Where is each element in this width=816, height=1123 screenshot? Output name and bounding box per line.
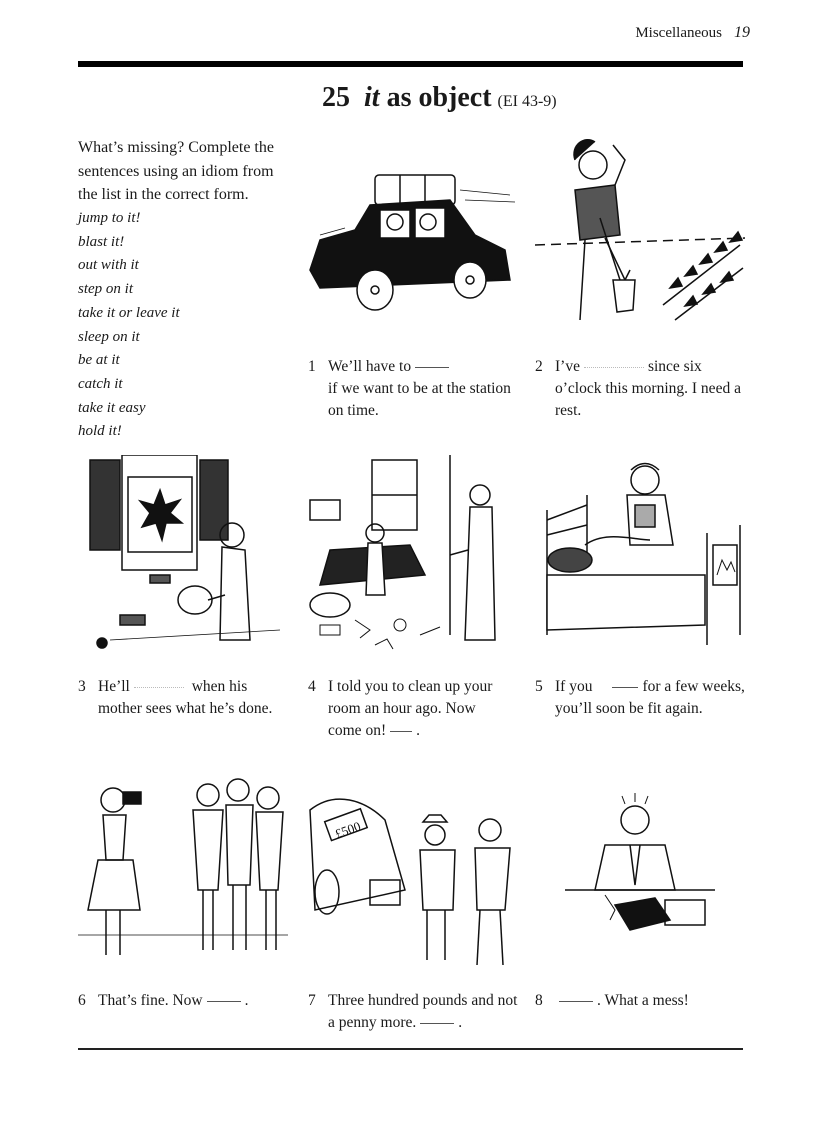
idiom-item: step on it [78, 281, 133, 298]
answer-blank[interactable] [559, 1000, 593, 1002]
idiom-item: blast it! [78, 233, 125, 250]
answer-blank[interactable] [583, 366, 644, 368]
unit-title-rest: as object [386, 82, 492, 113]
answer-blank[interactable] [420, 1022, 455, 1024]
spilled-drink-desk-illustration [555, 790, 745, 950]
unit-number: 25 [322, 82, 350, 113]
exercise-number: 1 [308, 358, 316, 375]
idiom-item: be at it [78, 352, 120, 369]
section-name: Miscellaneous [635, 25, 722, 41]
exercise-text: That’s fine. Now [98, 992, 203, 1009]
answer-blank[interactable] [206, 1000, 241, 1002]
exercise-text: . [244, 992, 249, 1009]
running-head: Miscellaneous 19 [600, 24, 750, 42]
idiom-item: jump to it! [78, 210, 141, 226]
exercise-text: I told you to clean up your room an hour… [328, 678, 493, 739]
photographer-group-illustration [78, 770, 293, 965]
page-number: 19 [734, 24, 750, 41]
exercise-7: 7 Three hundred pounds and not a penny m… [308, 990, 518, 1034]
idiom-item: take it or leave it [78, 304, 180, 321]
exercise-number: 8 [535, 992, 543, 1009]
exercise-number: 2 [535, 358, 543, 375]
car-speeding-illustration [300, 140, 520, 315]
exercise-text: when his mother sees what he’s done. [98, 678, 273, 717]
idiom-item: sleep on it [78, 328, 140, 345]
hospital-bed-illustration [535, 445, 750, 650]
unit-reference: (EI 43-9) [497, 93, 557, 110]
boy-broken-window-illustration [80, 455, 295, 660]
exercise-text: Three hundred pounds and not a penny mor… [328, 992, 518, 1031]
exercise-text: for a few weeks, you’ll soon be fit agai… [555, 678, 745, 717]
instructions: What’s missing? Complete the sentences u… [78, 139, 274, 203]
exercise-1: 1 We’ll have to if we want to be at the s… [308, 356, 523, 422]
exercise-number: 7 [308, 992, 316, 1009]
unit-title-italic: it [364, 82, 380, 113]
exercise-text: I’ve [555, 358, 580, 375]
top-rule [78, 61, 743, 67]
answer-blank[interactable] [390, 730, 413, 732]
exercise-text: We’ll have to [328, 358, 412, 375]
answer-blank[interactable] [415, 366, 450, 368]
idiom-item: take it easy [78, 399, 146, 416]
woman-digging-garden-illustration [535, 130, 750, 335]
exercise-number: 4 [308, 678, 316, 695]
exercise-text: He’ll [98, 678, 130, 695]
exercise-text: . [416, 722, 420, 739]
exercise-number: 5 [535, 678, 543, 695]
exercise-number: 6 [78, 992, 86, 1009]
exercise-text: . [458, 1014, 463, 1031]
exercise-3: 3 He’ll when his mother sees what he’s d… [78, 676, 293, 720]
exercise-text: . What a mess! [597, 992, 689, 1009]
exercise-4: 4 I told you to clean up your room an ho… [308, 676, 508, 742]
exercise-number: 3 [78, 678, 86, 695]
idiom-item: out with it [78, 257, 139, 274]
car-sale-illustration: £500 [305, 770, 520, 970]
idiom-list: jump to it! blast it! out with it step o… [78, 207, 288, 444]
exercise-6: 6 That’s fine. Now. [78, 990, 293, 1012]
bottom-rule [78, 1048, 743, 1050]
answer-blank[interactable] [133, 686, 184, 688]
idiom-item: catch it [78, 375, 123, 392]
messy-room-illustration [300, 455, 520, 665]
exercise-8: 8 . What a mess! [535, 990, 750, 1012]
exercise-text: since six o’clock this morning. I need a… [555, 358, 741, 419]
answer-blank[interactable] [612, 686, 639, 688]
exercise-text: If you [555, 678, 593, 695]
exercise-text: if we want to be at the station on time. [328, 380, 511, 419]
unit-title: 25 it as object (EI 43-9) [322, 82, 557, 114]
idiom-item: hold it! [78, 423, 122, 440]
